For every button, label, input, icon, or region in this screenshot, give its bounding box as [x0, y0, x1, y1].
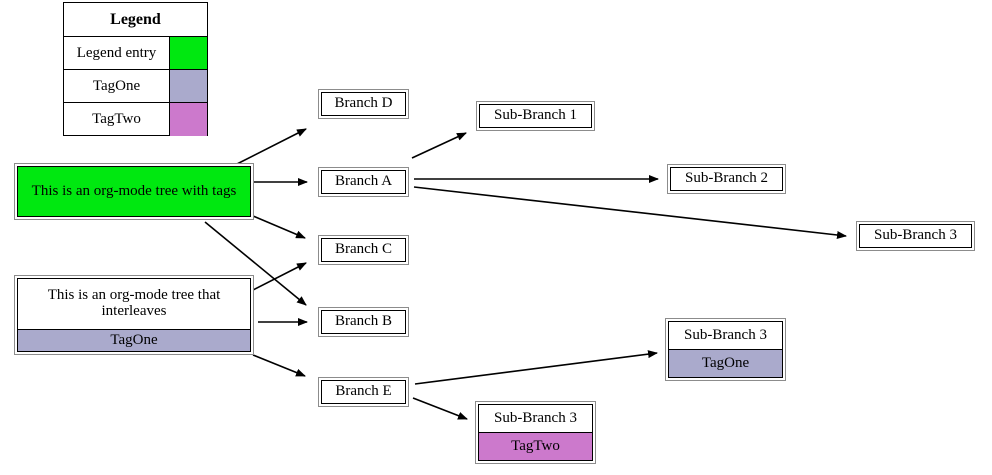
legend-row-entry: Legend entry: [64, 37, 207, 70]
node-branch-d-title: Branch D: [334, 95, 393, 112]
node-root-tags[interactable]: This is an org-mode tree with tags: [14, 163, 254, 220]
node-sub-branch-3-tagtwo-inner: Sub-Branch 3 TagTwo: [478, 404, 593, 461]
node-sub-branch-3[interactable]: Sub-Branch 3: [856, 221, 975, 251]
node-sub-branch-2[interactable]: Sub-Branch 2: [667, 164, 786, 194]
node-branch-a-inner: Branch A: [321, 170, 406, 194]
node-branch-c-inner: Branch C: [321, 238, 406, 262]
node-branch-a[interactable]: Branch A: [318, 167, 409, 197]
node-branch-a-title: Branch A: [334, 173, 393, 190]
node-branch-d-inner: Branch D: [321, 92, 406, 116]
node-root-interleaves-inner: This is an org-mode tree that interleave…: [17, 278, 251, 352]
legend-row-tagtwo: TagTwo: [64, 103, 207, 136]
node-sub-branch-2-inner: Sub-Branch 2: [670, 167, 783, 191]
edge-branch-e-to-sub-branch-3-tagone: [414, 350, 658, 385]
edge-root-tags-to-branch-c: [252, 215, 306, 239]
legend-swatch-tagtwo: [170, 103, 207, 136]
node-branch-e[interactable]: Branch E: [318, 377, 409, 407]
edge-root-tags-to-branch-d: [232, 128, 307, 167]
legend-label-tagtwo: TagTwo: [64, 103, 170, 136]
legend-title: Legend: [64, 3, 207, 37]
node-root-tags-inner: This is an org-mode tree with tags: [17, 166, 251, 217]
node-branch-b[interactable]: Branch B: [318, 307, 409, 337]
node-sub-branch-1-inner: Sub-Branch 1: [479, 104, 592, 128]
node-sub-branch-3-tagone[interactable]: Sub-Branch 3 TagOne: [665, 318, 786, 381]
edge-root-interleaves-to-branch-e: [252, 354, 306, 377]
node-branch-d[interactable]: Branch D: [318, 89, 409, 119]
node-sub-branch-3-inner: Sub-Branch 3: [859, 224, 972, 248]
node-sub-branch-3-title: Sub-Branch 3: [874, 227, 957, 244]
node-branch-c-title: Branch C: [334, 241, 393, 258]
node-sub-branch-3-tagtwo-title: Sub-Branch 3: [494, 409, 577, 426]
legend-swatch-entry: [170, 37, 207, 69]
edge-root-interleaves-to-branch-c: [252, 262, 307, 291]
node-root-tags-title: This is an org-mode tree with tags: [18, 167, 250, 216]
node-sub-branch-3-tagone-tag: TagOne: [669, 349, 782, 377]
edge-branch-e-to-sub-branch-3-tagtwo: [412, 397, 468, 420]
node-branch-b-title: Branch B: [334, 313, 393, 330]
legend-label-tagone: TagOne: [64, 70, 170, 102]
node-sub-branch-3-tagone-inner: Sub-Branch 3 TagOne: [668, 321, 783, 378]
legend-table: Legend Legend entry TagOne TagTwo: [63, 2, 208, 136]
node-sub-branch-1[interactable]: Sub-Branch 1: [476, 101, 595, 131]
legend-row-tagone: TagOne: [64, 70, 207, 103]
node-root-interleaves-tag: TagOne: [18, 329, 250, 351]
node-sub-branch-3-tagtwo[interactable]: Sub-Branch 3 TagTwo: [475, 401, 596, 464]
node-branch-e-title: Branch E: [335, 383, 392, 400]
edge-branch-a-to-sub-branch-1: [411, 132, 467, 159]
node-branch-e-inner: Branch E: [321, 380, 406, 404]
node-sub-branch-3-tagtwo-tag: TagTwo: [479, 432, 592, 460]
legend-swatch-tagone: [170, 70, 207, 102]
edge-branch-a-to-sub-branch-3: [413, 186, 847, 239]
node-branch-c[interactable]: Branch C: [318, 235, 409, 265]
node-sub-branch-3-tagone-title: Sub-Branch 3: [684, 326, 767, 343]
node-root-interleaves[interactable]: This is an org-mode tree that interleave…: [14, 275, 254, 355]
node-sub-branch-2-title: Sub-Branch 2: [685, 170, 768, 187]
node-sub-branch-1-title: Sub-Branch 1: [494, 107, 577, 124]
legend-label-entry: Legend entry: [64, 37, 170, 69]
node-branch-b-inner: Branch B: [321, 310, 406, 334]
node-root-interleaves-title: This is an org-mode tree that interleave…: [47, 287, 221, 319]
